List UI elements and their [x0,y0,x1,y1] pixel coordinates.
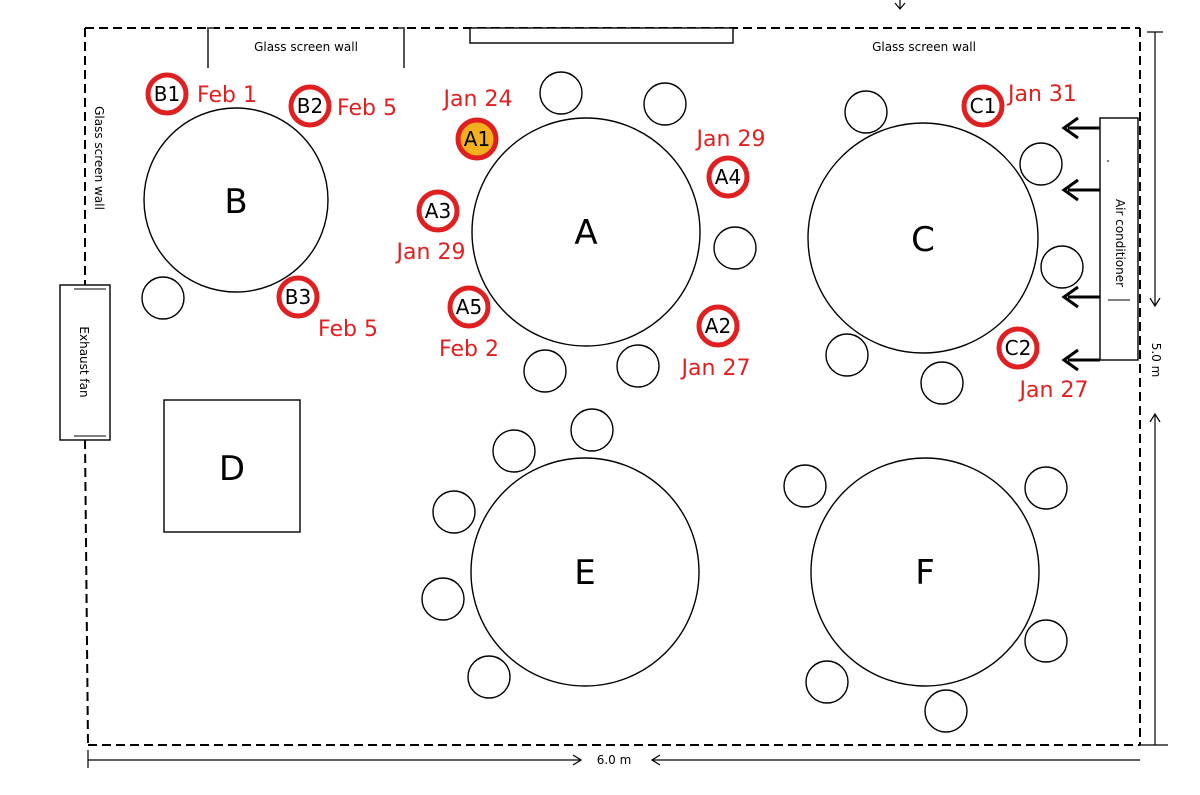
onset-date-label: Feb 2 [439,337,499,362]
seat [467,655,511,699]
case-seat-ring [288,84,332,128]
case-seat-code: B3 [285,285,311,309]
seat [523,349,567,393]
case-seat-code: B2 [297,94,323,118]
seat [713,226,757,270]
entry-arrow [894,0,906,10]
seat [616,344,660,388]
table-a-label: A [574,213,597,253]
airflow-arrow [1061,178,1100,202]
case-seat-c1: C1 Jan 31 [961,82,1077,128]
glass-screen-wall-label: Glass screen wall [872,40,976,54]
table-e-label: E [574,553,595,593]
seat [141,276,185,320]
seat [924,689,968,733]
case-seat-code: A5 [456,295,482,319]
case-seat-b2: B2 Feb 5 [288,84,397,128]
empty-seats [141,71,1084,733]
case-seat-ring [455,117,499,161]
onset-date-label: Jan 27 [1018,378,1089,403]
air-conditioner-label: Air conditioner [1113,199,1127,287]
left-wall-lower [84,439,89,746]
seat [492,429,536,473]
dimension-width-label: 6.0 m [597,753,632,767]
case-seat-code: A2 [705,314,731,338]
seat [1024,466,1068,510]
exhaust-fan: Exhaust fan [59,284,111,441]
case-seat-b1: B1 Feb 1 [145,72,257,116]
seat [539,71,583,115]
seat [783,464,827,508]
dimension-height-label: 5.0 m [1149,343,1163,378]
table-b-label: B [224,182,247,222]
table-d-label: D [219,449,245,489]
case-seat-a4: A4 Jan 29 [695,127,766,199]
case-seat-code: B1 [154,82,180,106]
onset-date-label: Feb 5 [337,96,397,121]
table-f: F [810,457,1040,687]
seat [1040,245,1084,289]
airflow-arrow [1061,116,1100,140]
onset-date-label: Jan 27 [680,356,751,381]
seat [920,361,964,405]
seat [1019,142,1063,186]
seat [570,408,614,452]
airflow-arrows [1061,116,1100,372]
onset-date-label: Jan 29 [695,127,766,152]
onset-date-label: Feb 5 [318,317,378,342]
case-seat-ring [276,275,320,319]
seat [643,82,687,126]
airflow-arrow [1061,285,1100,309]
onset-date-label: Jan 24 [442,87,513,112]
seat [805,660,849,704]
case-seat-ring [996,326,1040,370]
table-f-label: F [915,553,935,593]
airflow-arrow [1061,348,1100,372]
seat [432,490,476,534]
table-b: B [143,107,329,293]
seat [825,333,869,377]
case-seat-code: C1 [970,94,997,118]
table-c-label: C [911,220,935,260]
seat [421,577,465,621]
table-d: D [163,399,301,533]
air-conditioner: Air conditioner [1099,117,1139,361]
glass-screen-wall-label: Glass screen wall [92,106,106,210]
top-wall-panel [469,27,734,44]
onset-date-label: Feb 1 [197,83,257,108]
case-seat-code: C2 [1005,336,1032,360]
table-c: C [807,122,1039,354]
seat [1024,619,1068,663]
case-seat-ring [696,304,740,348]
dimension-width: 6.0 m [87,750,1140,768]
case-seat-ring [416,189,460,233]
table-a: A [471,117,701,347]
glass-screen-wall-label: Glass screen wall [254,40,358,54]
exhaust-fan-label: Exhaust fan [77,326,91,397]
case-seat-code: A4 [715,165,741,189]
table-e: E [470,457,700,687]
case-seat-ring [706,155,750,199]
glass-screen-wall-top-left: Glass screen wall [207,27,405,68]
case-seat-ring [961,84,1005,128]
case-seat-ring [447,285,491,329]
onset-date-label: Jan 29 [395,240,466,265]
case-seat-ring [145,72,189,116]
onset-date-label: Jan 31 [1006,82,1077,107]
case-seat-code: A3 [425,199,451,223]
seat [844,90,888,134]
case-seat-a1: A1 Jan 24 [442,87,513,161]
dimension-height: 5.0 m [1140,31,1168,746]
case-seat-code: A1 [464,127,490,151]
